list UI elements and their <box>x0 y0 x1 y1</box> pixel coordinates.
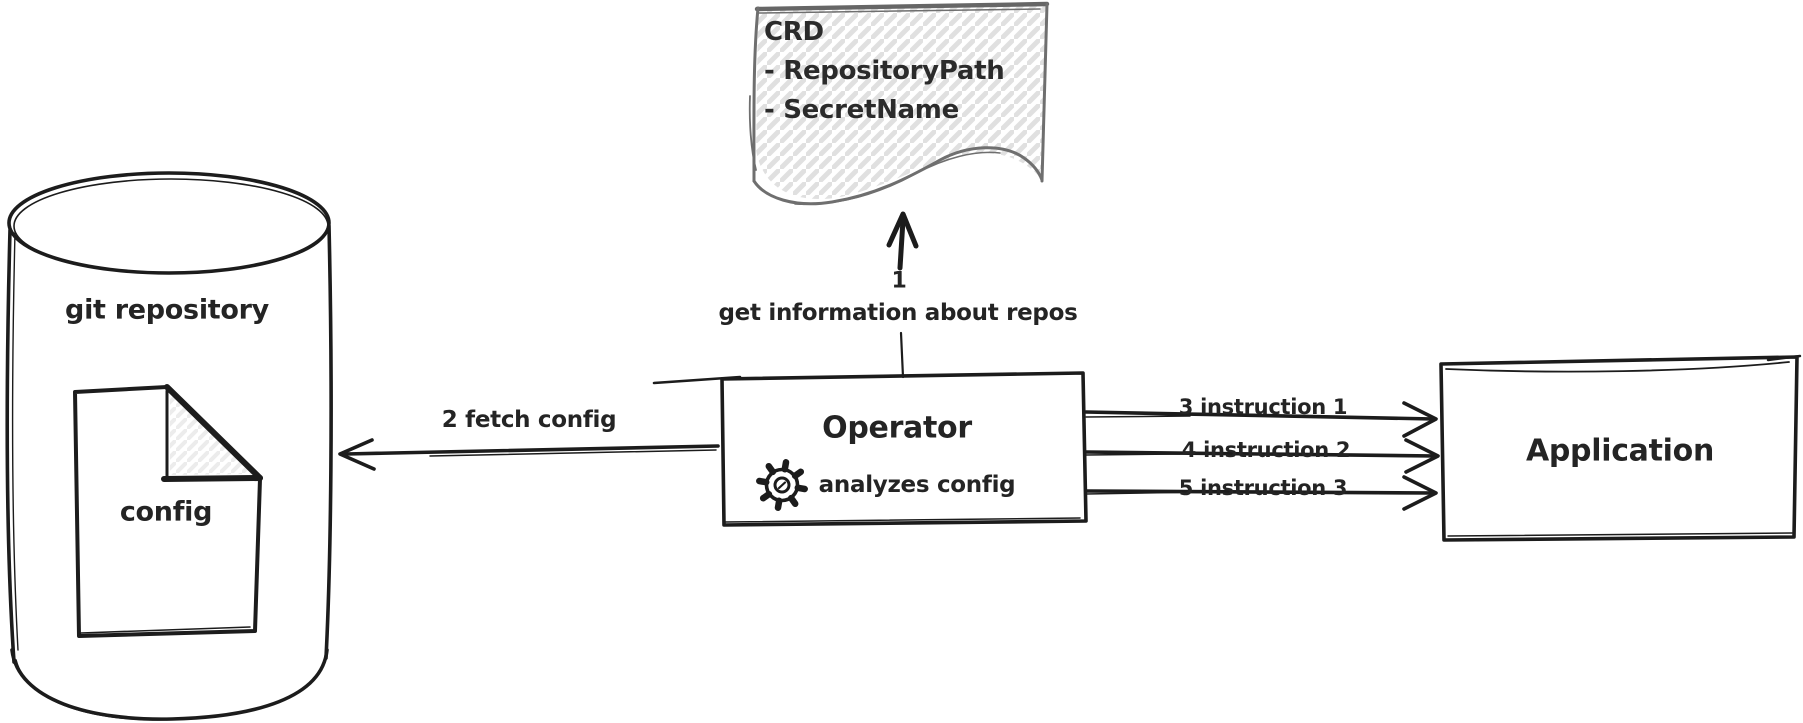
git-repository-cylinder <box>5 171 333 721</box>
arrow-instruction-3 <box>1084 475 1438 511</box>
crd-note-line-secretname: - SecretName <box>764 95 959 125</box>
crd-note-line-title: CRD <box>764 17 824 47</box>
edge-instruction-2-label: 4 instruction 2 <box>1181 438 1351 462</box>
arrow-get-info <box>886 211 919 379</box>
config-document <box>73 384 263 638</box>
edge-get-info-label: get information about repos <box>718 300 1078 326</box>
git-repository-label: git repository <box>65 294 269 326</box>
arrow-instruction-2 <box>1084 438 1440 474</box>
crd-note-line-repositorypath: - RepositoryPath <box>764 56 1005 86</box>
crd-note-text: CRD - RepositoryPath - SecretName <box>764 13 1005 130</box>
operator-title: Operator <box>822 410 972 446</box>
arrow-fetch-config <box>338 438 720 471</box>
application-label: Application <box>1525 433 1715 469</box>
edge-instruction-3-label: 5 instruction 3 <box>1178 476 1348 500</box>
config-label: config <box>119 496 213 528</box>
edge-instruction-1-label: 3 instruction 1 <box>1178 395 1348 419</box>
edge-fetch-config-label: 2 fetch config <box>441 407 617 433</box>
arrow-instruction-1 <box>1084 401 1438 438</box>
operator-subtitle: analyzes config <box>818 472 1016 498</box>
operator-box <box>652 371 1088 527</box>
crd-note <box>748 1 1050 206</box>
gear-icon <box>756 459 808 511</box>
application-box <box>1439 354 1802 542</box>
edge-get-info-step: 1 <box>891 268 907 294</box>
